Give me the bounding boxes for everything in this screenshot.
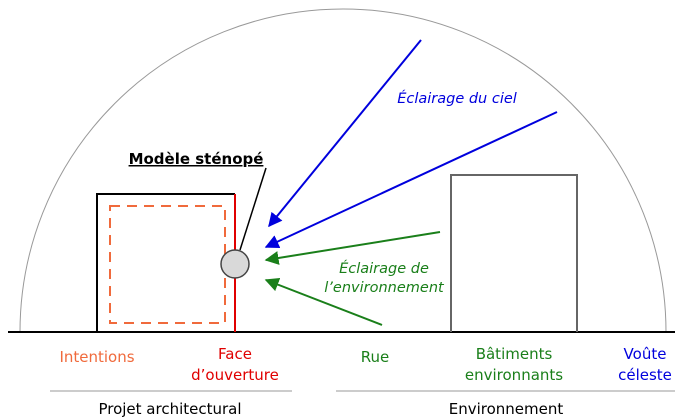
model-callout-line	[239, 167, 267, 251]
label-sky-vault-line1: Voûte	[624, 345, 667, 363]
sky-dome	[19, 8, 667, 333]
env-lighting-label-line2: l’environnement	[324, 280, 445, 296]
label-street: Rue	[361, 348, 389, 366]
label-buildings-line2: environnants	[465, 366, 563, 384]
label-opening-face-line2: d’ouverture	[191, 366, 279, 384]
label-opening-face-line1: Face	[218, 345, 252, 363]
sky-lighting-label: Éclairage du ciel	[397, 90, 517, 107]
sky-light-arrow-1	[268, 39, 422, 228]
env-light-arrow-1	[264, 231, 441, 265]
group-environment: Environnement	[449, 400, 564, 418]
intentions-dashed-box	[109, 205, 226, 324]
label-sky-vault-line2: céleste	[618, 366, 672, 384]
label-intentions: Intentions	[59, 348, 134, 366]
model-title: Modèle sténopé	[129, 150, 264, 168]
project-building-outline	[96, 193, 235, 332]
group-project: Projet architectural	[98, 400, 241, 418]
label-buildings-line1: Bâtiments	[476, 345, 553, 363]
pinhole-sensor	[220, 249, 250, 279]
env-light-arrow-2	[264, 278, 383, 326]
sky-light-arrow-2	[264, 111, 558, 249]
env-lighting-label-line1: Éclairage de	[339, 260, 429, 277]
surrounding-building	[450, 174, 578, 332]
